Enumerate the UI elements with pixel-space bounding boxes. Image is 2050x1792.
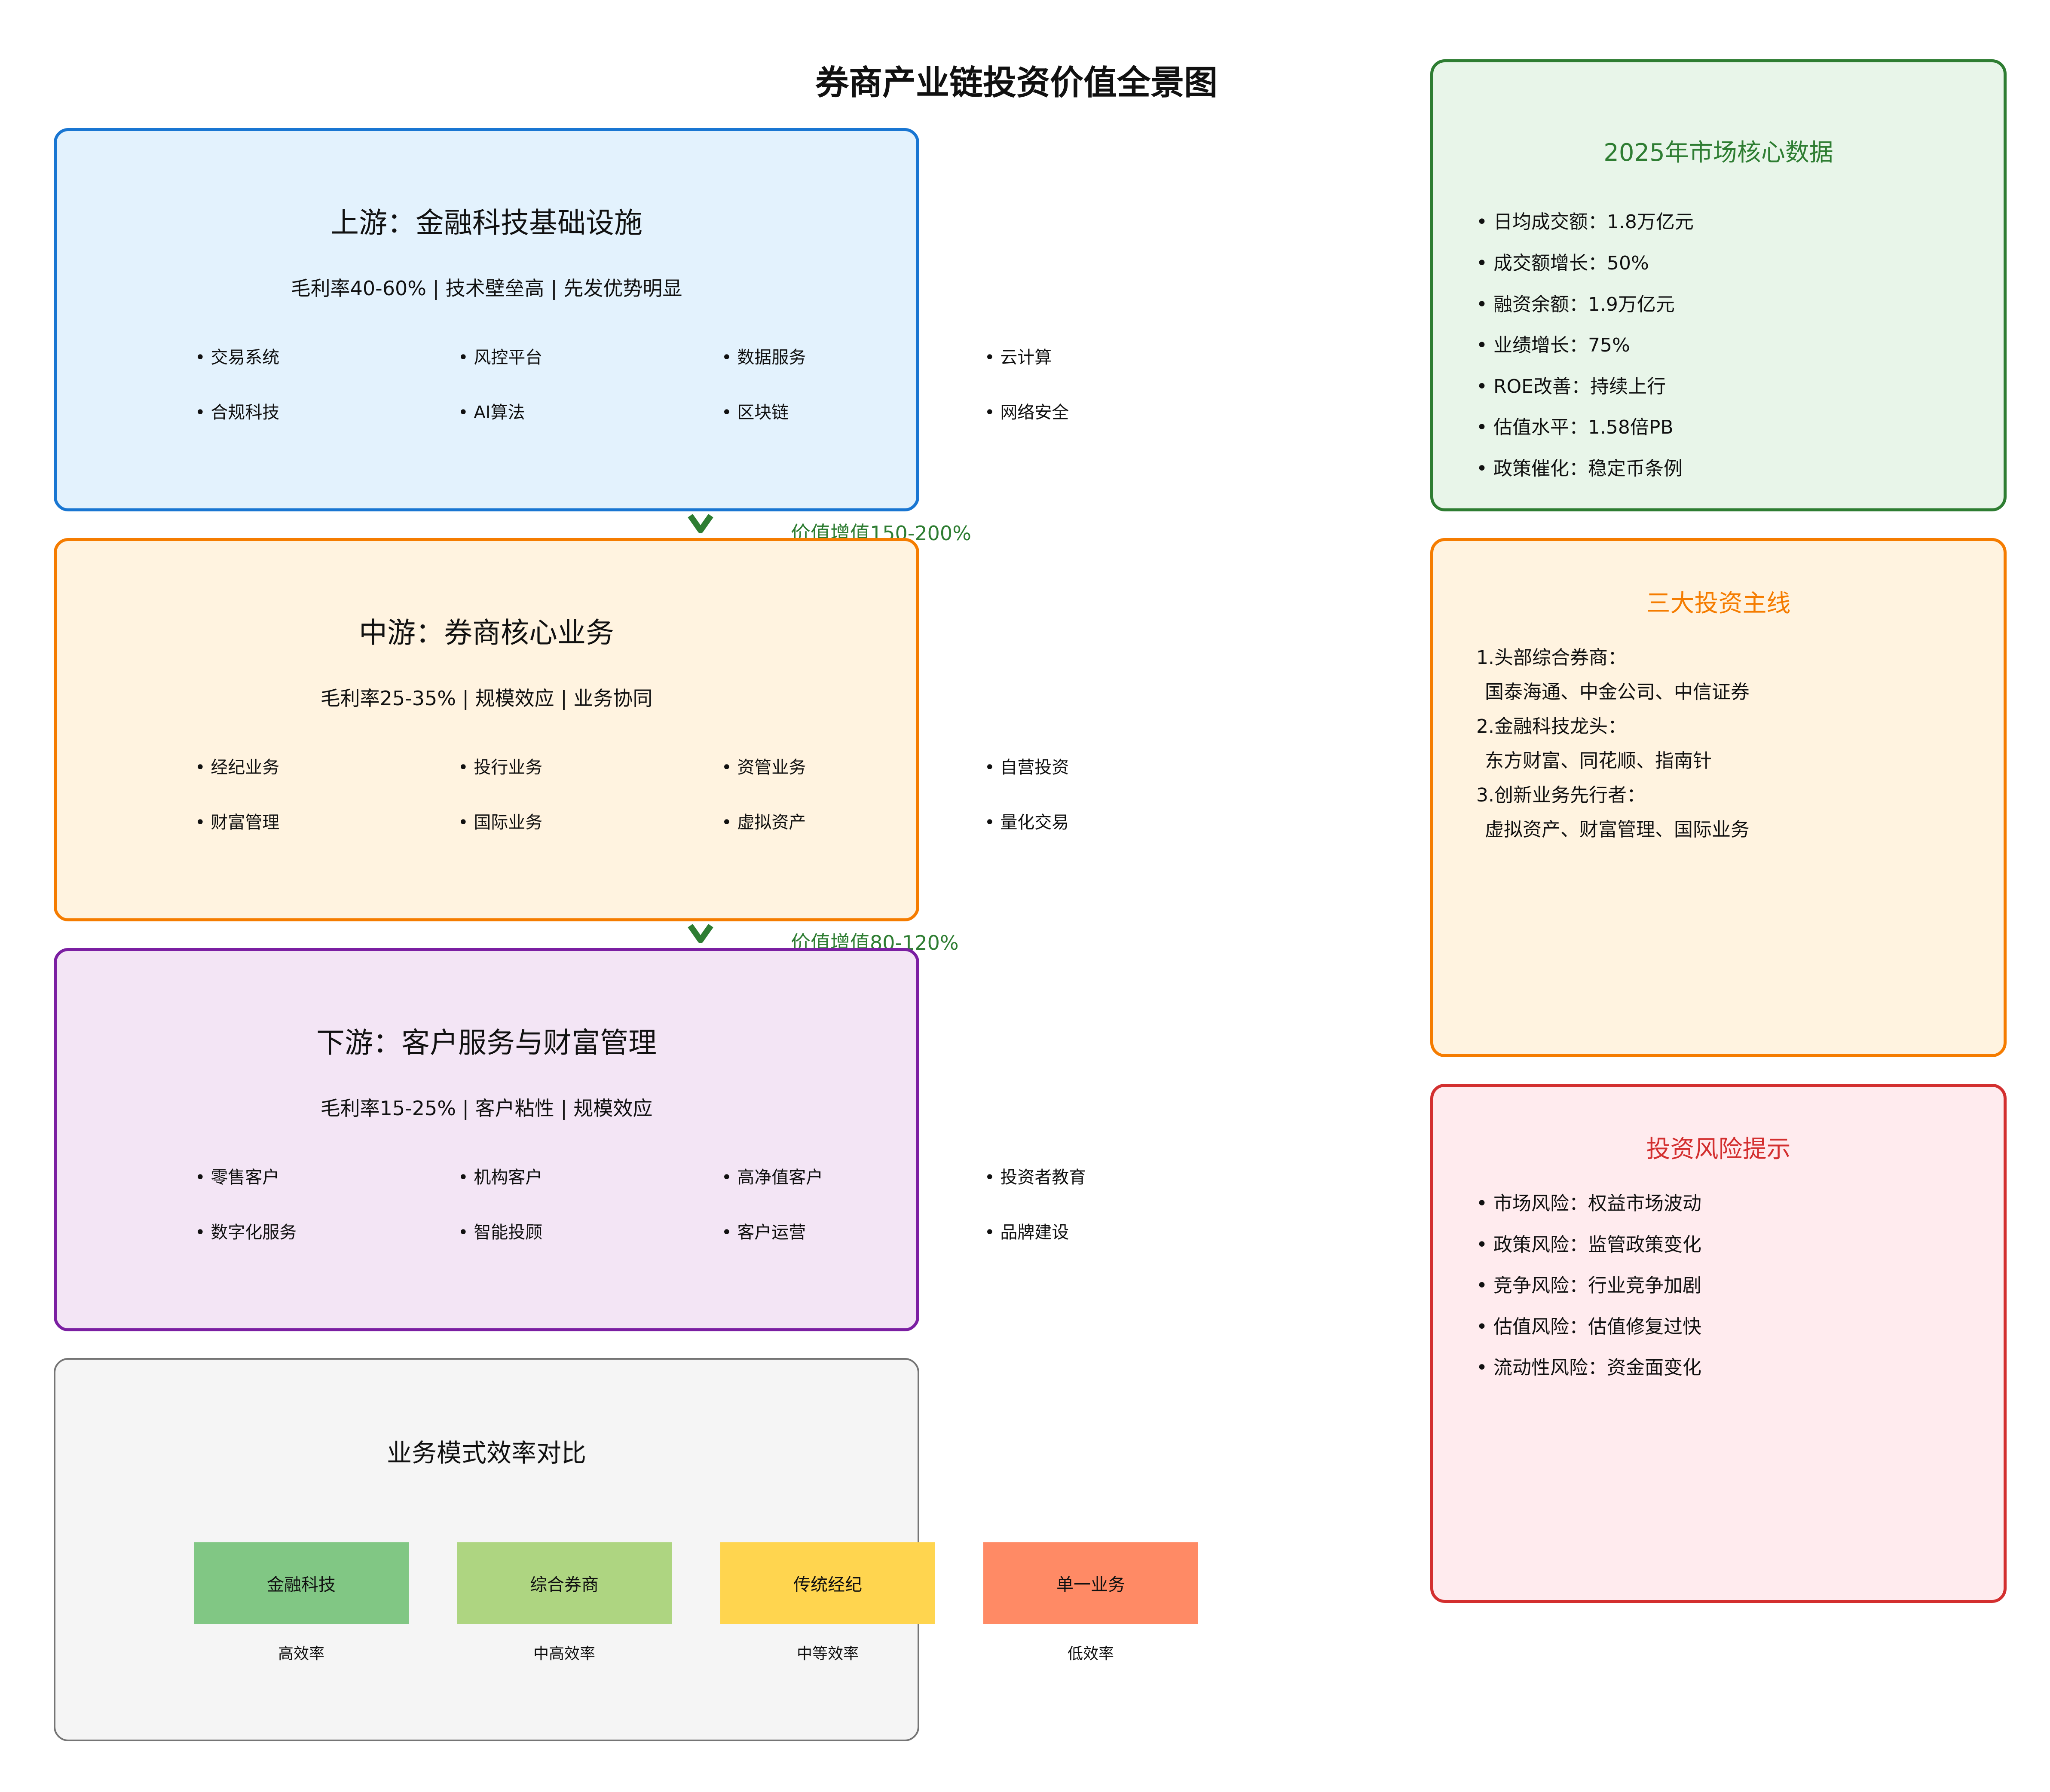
risk-title: 投资风险提示 xyxy=(1646,1135,1791,1163)
arrow-down-icon xyxy=(688,514,713,533)
investment-themes-title: 三大投资主线 xyxy=(1646,590,1791,618)
market-data-item: 融资余额：1.9万亿元 xyxy=(1476,289,1675,316)
downstream-box: 下游：客户服务与财富管理 毛利率15-25% | 客户粘性 | 规模效应 零售客… xyxy=(54,948,1086,1331)
upstream-subtitle: 毛利率40-60% | 技术壁垒高 | 先发优势明显 xyxy=(291,277,682,300)
midstream-item: 量化交易 xyxy=(985,808,1069,833)
upstream-item: 网络安全 xyxy=(985,398,1069,423)
midstream-subtitle: 毛利率25-35% | 规模效应 | 业务协同 xyxy=(320,687,653,710)
downstream-item: 高净值客户 xyxy=(722,1163,823,1188)
efficiency-level: 低效率 xyxy=(1067,1645,1114,1663)
risk-item: 估值风险：估值修复过快 xyxy=(1476,1311,1701,1339)
upstream-item: 风控平台 xyxy=(458,343,542,368)
downstream-item: 零售客户 xyxy=(195,1163,279,1188)
market-data-item: 日均成交额：1.8万亿元 xyxy=(1476,206,1694,234)
theme-detail: 虚拟资产、财富管理、国际业务 xyxy=(1485,819,1750,841)
midstream-item: 资管业务 xyxy=(722,753,806,778)
upstream-item: 交易系统 xyxy=(195,343,279,368)
downstream-item: 智能投顾 xyxy=(458,1218,542,1243)
theme-detail: 东方财富、同花顺、指南针 xyxy=(1485,750,1712,772)
page-title: 券商产业链投资价值全景图 xyxy=(815,64,1218,102)
arrow-down-icon xyxy=(688,924,713,943)
downstream-item: 机构客户 xyxy=(458,1163,542,1188)
upstream-item: 合规科技 xyxy=(195,398,279,423)
risk-panel: 投资风险提示 市场风险：权益市场波动 政策风险：监管政策变化 竞争风险：行业竞争… xyxy=(1430,1084,2007,1603)
risk-item: 政策风险：监管政策变化 xyxy=(1476,1229,1701,1257)
market-data-item: 业绩增长：75% xyxy=(1476,330,1630,357)
investment-themes-panel: 三大投资主线 1.头部综合券商： 国泰海通、中金公司、中信证券 2.金融科技龙头… xyxy=(1430,538,2007,1057)
theme-heading: 3.创新业务先行者： xyxy=(1476,784,1646,806)
downstream-item: 投资者教育 xyxy=(985,1163,1086,1188)
efficiency-level: 中等效率 xyxy=(796,1645,859,1663)
theme-heading: 2.金融科技龙头： xyxy=(1476,716,1627,737)
midstream-item: 虚拟资产 xyxy=(722,808,806,833)
efficiency-block: 金融科技 xyxy=(194,1542,409,1624)
midstream-item: 国际业务 xyxy=(458,808,542,833)
market-data-item: ROE改善：持续上行 xyxy=(1476,371,1666,398)
theme-heading: 1.头部综合券商： xyxy=(1476,647,1627,669)
efficiency-title: 业务模式效率对比 xyxy=(386,1438,586,1468)
midstream-item: 财富管理 xyxy=(195,808,279,833)
risk-item: 竞争风险：行业竞争加剧 xyxy=(1476,1270,1701,1297)
midstream-item: 自营投资 xyxy=(985,753,1069,778)
downstream-item: 数字化服务 xyxy=(195,1218,297,1243)
risk-item: 市场风险：权益市场波动 xyxy=(1476,1188,1701,1215)
midstream-title: 中游：券商核心业务 xyxy=(359,616,614,649)
upstream-item: 云计算 xyxy=(985,343,1052,368)
market-data-item: 政策催化：稳定币条例 xyxy=(1476,453,1683,480)
upstream-item: AI算法 xyxy=(458,398,525,423)
downstream-item: 品牌建设 xyxy=(985,1218,1069,1243)
efficiency-box: 业务模式效率对比 金融科技 综合券商 传统经纪 单一业务 高效率 中高效率 中等… xyxy=(54,1358,1198,1741)
midstream-item: 经纪业务 xyxy=(195,753,279,778)
efficiency-level: 中高效率 xyxy=(533,1645,595,1663)
efficiency-level: 高效率 xyxy=(278,1645,324,1663)
midstream-item: 投行业务 xyxy=(458,753,542,778)
market-data-item: 成交额增长：50% xyxy=(1476,248,1649,275)
downstream-subtitle: 毛利率15-25% | 客户粘性 | 规模效应 xyxy=(320,1097,653,1120)
midstream-box: 中游：券商核心业务 毛利率25-35% | 规模效应 | 业务协同 经纪业务 投… xyxy=(54,538,1069,921)
upstream-item: 数据服务 xyxy=(722,343,806,368)
market-data-item: 估值水平：1.58倍PB xyxy=(1476,412,1674,439)
upstream-item: 区块链 xyxy=(722,398,789,423)
efficiency-block: 综合券商 xyxy=(457,1542,672,1624)
efficiency-block: 传统经纪 xyxy=(720,1542,935,1624)
market-data-panel: 2025年市场核心数据 日均成交额：1.8万亿元 成交额增长：50% 融资余额：… xyxy=(1430,59,2007,511)
efficiency-block: 单一业务 xyxy=(983,1542,1198,1624)
upstream-title: 上游：金融科技基础设施 xyxy=(330,206,643,239)
risk-item: 流动性风险：资金面变化 xyxy=(1476,1352,1701,1379)
market-data-title: 2025年市场核心数据 xyxy=(1603,139,1833,167)
upstream-box: 上游：金融科技基础设施 毛利率40-60% | 技术壁垒高 | 先发优势明显 交… xyxy=(54,128,1069,511)
downstream-title: 下游：客户服务与财富管理 xyxy=(316,1026,657,1059)
downstream-item: 客户运营 xyxy=(722,1218,806,1243)
theme-detail: 国泰海通、中金公司、中信证券 xyxy=(1485,681,1750,703)
